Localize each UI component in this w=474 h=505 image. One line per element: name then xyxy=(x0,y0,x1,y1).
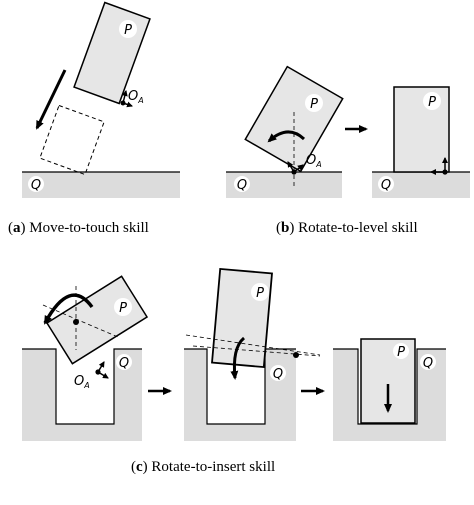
q-label-c2: Q xyxy=(273,367,283,382)
p-label-c2: P xyxy=(256,286,264,301)
pivot-point-c1 xyxy=(73,319,79,325)
rotate-arrow-c1 xyxy=(43,293,94,325)
caption-b: (b) Rotate-to-level skill xyxy=(276,220,418,236)
surface-q-a xyxy=(22,172,180,198)
hole-surface-c3 xyxy=(333,349,446,441)
oa-label-b1: OA xyxy=(306,153,322,169)
dash-line-c2a xyxy=(185,334,321,356)
q-label-c1: Q xyxy=(119,356,129,371)
panel-c-rotate-to-insert: P OA Q P Q P Q xyxy=(22,267,446,441)
q-label-bg-c1 xyxy=(116,354,132,370)
frame-oa-a xyxy=(120,90,133,108)
oa-label-c1: OA xyxy=(74,374,90,390)
hole-surface-c1 xyxy=(22,349,142,441)
p-label-a: P xyxy=(124,23,132,38)
contact-point-c2 xyxy=(293,352,299,358)
q-label-bg-b2 xyxy=(378,176,394,192)
hole-edge-c3 xyxy=(333,348,446,425)
p-label-b2: P xyxy=(428,95,436,110)
q-label-a: Q xyxy=(31,178,41,193)
p-label-bg-c1 xyxy=(114,298,132,316)
frame-oa-c1 xyxy=(95,361,109,379)
part-p-a xyxy=(73,1,151,105)
p-label-bg-a xyxy=(119,20,137,38)
hole-edge-c2 xyxy=(184,348,296,425)
move-arrow-a xyxy=(35,69,67,130)
q-label-bg-a xyxy=(28,176,44,192)
p-label-c3: P xyxy=(397,345,405,360)
q-label-b2: Q xyxy=(381,178,391,193)
hole-surface-c2 xyxy=(184,349,296,441)
panel-b-rotate-to-level: OA P Q P Q xyxy=(226,65,470,198)
p-label-c1: P xyxy=(119,301,127,316)
hole-edge-c1 xyxy=(22,348,142,425)
frame-oa-b2 xyxy=(430,157,448,175)
q-label-c3: Q xyxy=(423,356,433,371)
p-label-b1: P xyxy=(310,97,318,112)
q-label-bg-b1 xyxy=(234,176,250,192)
insert-arrow-c2 xyxy=(230,336,246,380)
p-label-bg-c2 xyxy=(251,283,269,301)
q-label-b1: Q xyxy=(237,178,247,193)
q-label-bg-c2 xyxy=(270,365,286,381)
q-label-bg-c3 xyxy=(420,354,436,370)
caption-c: (c) Rotate-to-insert skill xyxy=(131,459,275,475)
p-label-bg-b1 xyxy=(305,94,323,112)
caption-a: (a) Move-to-touch skill xyxy=(8,220,149,236)
frame-oa-b1 xyxy=(287,161,304,175)
p-label-bg-b2 xyxy=(423,92,441,110)
p-label-bg-c3 xyxy=(393,343,409,359)
part-p-a-ghost xyxy=(39,104,105,176)
panel-a-move-to-touch: P OA Q xyxy=(22,1,180,198)
rotate-arrow-b1 xyxy=(267,130,306,143)
oa-label-a: OA xyxy=(128,89,144,105)
